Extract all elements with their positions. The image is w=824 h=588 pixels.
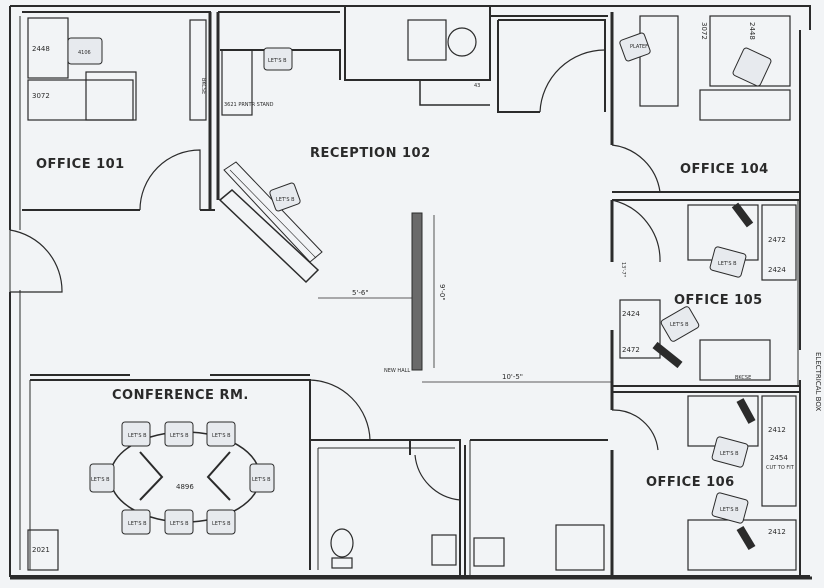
door-office-101 [139,149,201,211]
office-104-credenza [639,15,679,107]
chair [711,436,749,468]
door-reception-top [539,49,606,113]
code-o106-c: 2412 [768,528,786,536]
office-105-desk-left [619,299,661,359]
code-o106-a: 2412 [768,426,786,434]
code-o101-desk: 2448 [32,45,50,53]
toilet [330,528,354,569]
kitchen-sink [473,537,505,567]
chair-label: LET'S B [91,477,110,483]
code-o101-chair: 4106 [78,50,91,56]
chair-label: LET'S B [670,322,689,328]
dim-reception-height: 9'-0" [438,284,446,301]
conference-corner-cabinet [27,529,59,571]
walls [9,5,812,580]
chair [206,421,236,447]
note-electrical-box: ELECTRICAL BOX [814,352,822,411]
reception-cabinet [407,19,447,61]
office-105-bookcase [699,339,771,381]
chair [263,47,293,71]
dim-hall-length: 10'-5" [502,373,523,381]
note-new-hall: NEW HALL [384,368,410,374]
chairs [67,32,772,535]
chair [711,492,749,524]
chair-label: LET'S B [718,261,737,267]
chair-label: LET'S B [212,521,231,527]
door-office-106 [611,409,659,451]
code-o105-bkcse: BKCSE [735,375,751,381]
chair-label: LET'S B [268,58,287,64]
code-o104-desk: 2448 [748,22,756,40]
chair-label: LET'S B [720,451,739,457]
new-hall-wall [411,212,423,371]
chair-label: LET'S B [252,477,271,483]
code-o106-cut: CUT TO FIT [766,465,795,471]
chair [164,509,194,535]
room-label-office-105: OFFICE 105 [674,293,763,308]
chair [121,421,151,447]
chair [709,246,747,278]
code-o101-credenza: 3072 [32,92,50,100]
chair [269,182,301,212]
room-label-office-101: OFFICE 101 [36,157,125,172]
chair [249,463,275,493]
door-restroom [414,454,461,501]
restroom-sink [431,534,457,566]
code-conf-table: 4896 [176,483,194,491]
code-o105-a: 2472 [768,236,786,244]
door-office-104 [611,144,661,193]
door-conference [309,379,371,441]
outer-wall-top [10,5,811,30]
code-storage: BKCSE [200,78,206,94]
chair-label: LET'S B [212,433,231,439]
code-printer-stand: 3621 PRNTR STAND [224,102,274,108]
chair [206,509,236,535]
office-104-desk [709,15,791,87]
code-o105-c: 2424 [622,310,640,318]
chair [732,47,772,87]
dim-office-105: 13'-7" [620,262,626,277]
room-label-conference: CONFERENCE RM. [112,388,249,403]
office-101-bookcase [189,19,207,121]
chair [660,306,700,342]
code-counter: 43 [474,83,480,89]
chair [89,463,115,493]
door-swings [9,49,661,501]
outer-wall-left-lower [9,292,810,577]
chair [164,421,194,447]
room-label-reception-102: RECEPTION 102 [310,146,431,161]
printer-stand [221,49,253,116]
code-corner: 2021 [32,546,50,554]
panels [652,202,756,551]
code-o104-credenza: 3072 [700,22,708,40]
code-o106-b: 2454 [770,454,788,462]
dim-reception-width: 5'-6" [352,289,369,297]
code-o105-b: 2424 [768,266,786,274]
chair-label: LET'S B [128,433,147,439]
chair-label: LET'S B [128,521,147,527]
chair-label: LET'S B [720,507,739,513]
reception-round-table [447,27,477,57]
chair [619,32,651,62]
chair-label: LET'S B [276,197,295,203]
chair [67,37,103,65]
chair-label: LET'S B [170,433,189,439]
dimension-lines [318,215,612,383]
chair-label: LET'S B [170,521,189,527]
code-o104-chair: PLATEF [630,44,648,50]
office-101-credenza [27,79,134,121]
reception-counter [218,161,323,284]
door-exterior-left [9,229,63,293]
chair [121,509,151,535]
room-label-office-106: OFFICE 106 [646,475,735,490]
room-label-office-104: OFFICE 104 [680,162,769,177]
code-o105-d: 2472 [622,346,640,354]
